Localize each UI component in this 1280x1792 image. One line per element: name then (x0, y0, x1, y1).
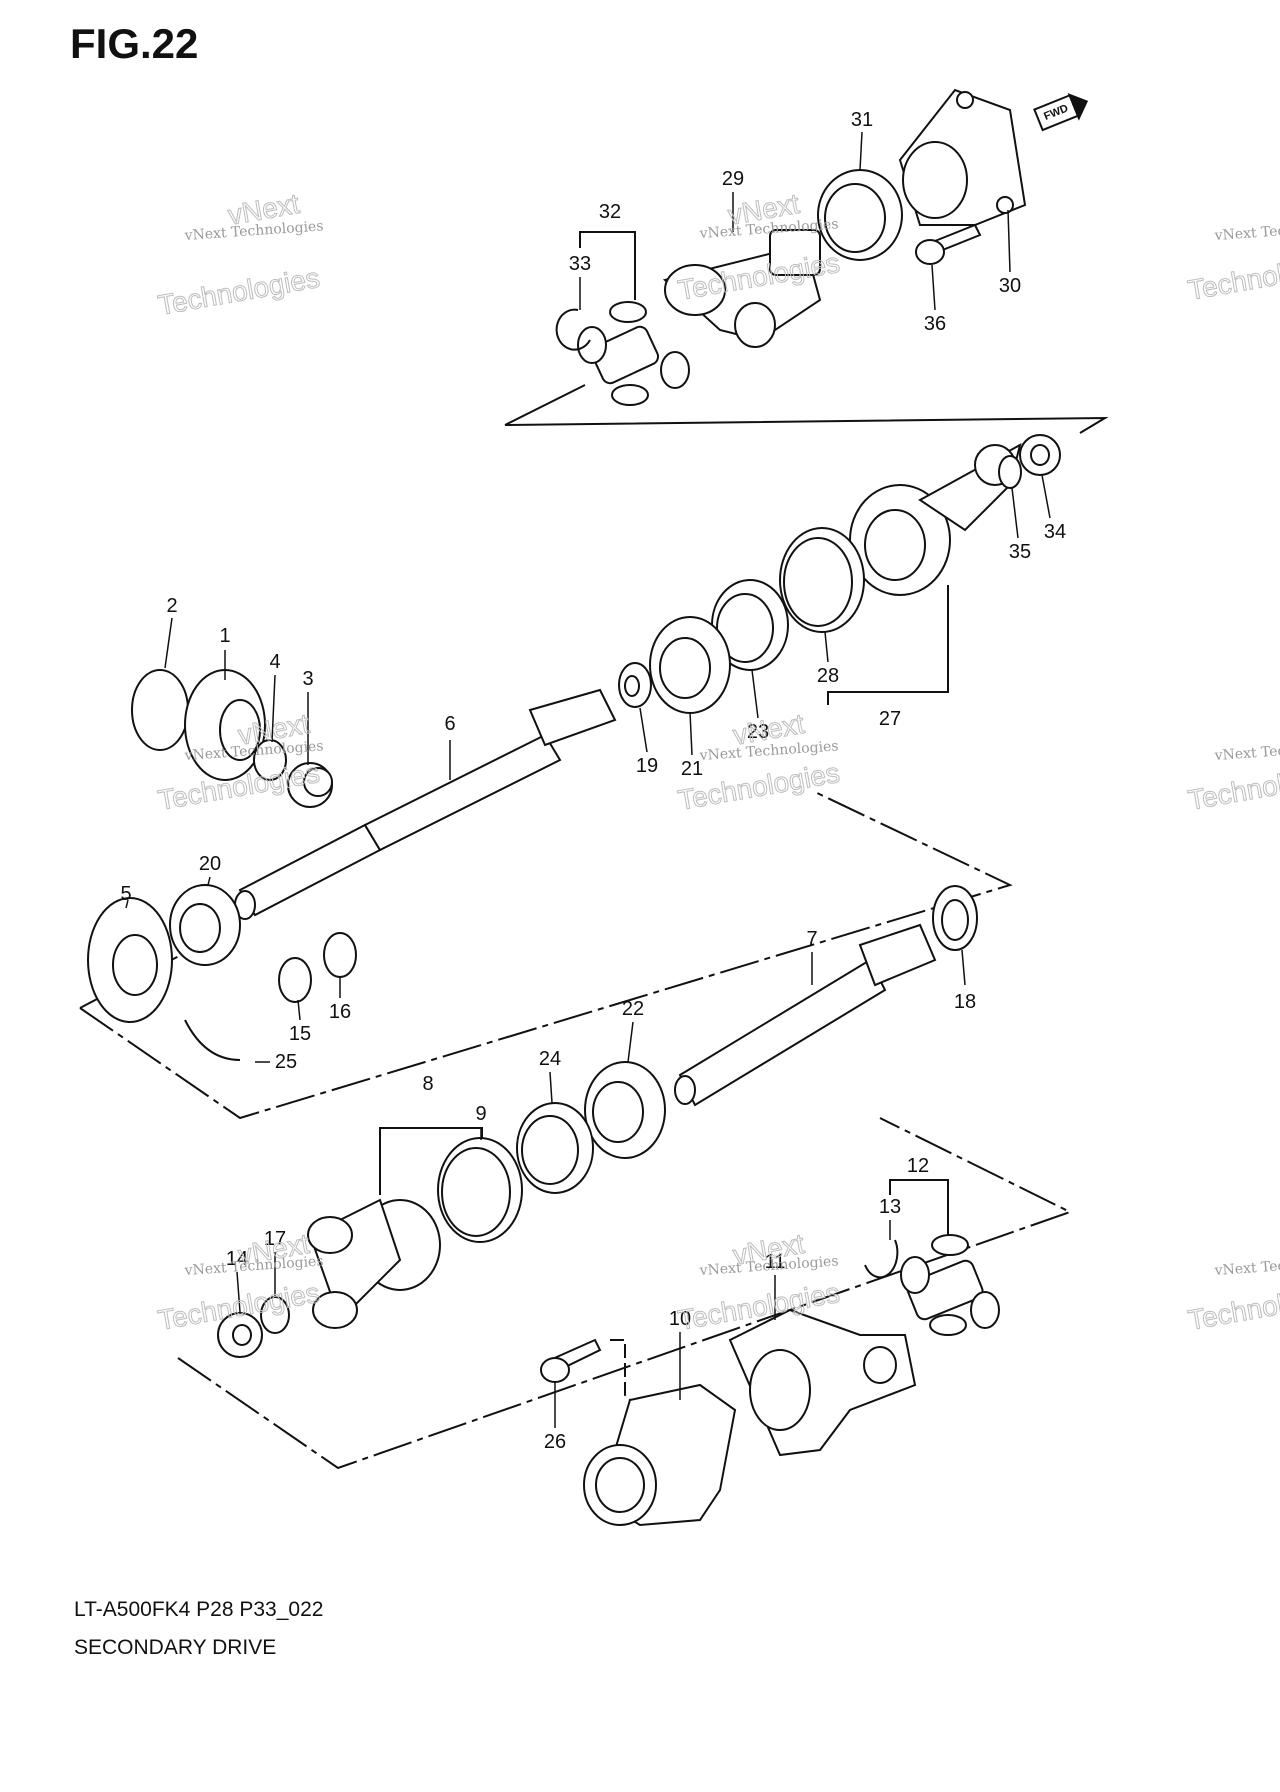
part-9-boot (437, 1137, 523, 1243)
callout-9: 9 (475, 1103, 486, 1125)
model-code: LT-A500FK4 P28 P33_022 (74, 1598, 324, 1621)
callout-23: 23 (747, 721, 769, 743)
watermark-text: vNext Technologies (1213, 1253, 1280, 1279)
watermark-text: Technologies (1186, 1277, 1280, 1336)
part-8-yoke (307, 1198, 441, 1329)
part-19-washer (618, 662, 652, 708)
part-21-bearing (649, 616, 731, 714)
callout-20: 20 (199, 853, 221, 875)
bracket-32 (579, 231, 636, 300)
callout-34: 34 (1044, 521, 1066, 543)
part-20-bearing (169, 884, 241, 966)
callout-24: 24 (539, 1048, 561, 1070)
part-7-shaft (674, 923, 937, 1107)
part-14-nut (217, 1312, 263, 1358)
watermark-text: Technologies (1186, 757, 1280, 816)
group-frame-lower (177, 1117, 1073, 1470)
part-25-clip (184, 1019, 241, 1061)
callout-2: 2 (166, 595, 177, 617)
callout-5: 5 (120, 883, 131, 905)
part-30-housing (898, 88, 1027, 226)
callout-10: 10 (669, 1308, 691, 1330)
part-12-universal-joint (900, 1234, 1000, 1336)
callout-22: 22 (622, 998, 644, 1020)
callout-19: 19 (636, 755, 658, 777)
callout-11: 11 (765, 1251, 786, 1273)
part-31-seal (817, 169, 903, 261)
part-15-circlip (278, 957, 312, 1003)
callout-16: 16 (329, 1001, 351, 1023)
callout-21: 21 (681, 758, 703, 780)
watermark-text: Technologies (1186, 247, 1280, 306)
part-5-gear (87, 897, 173, 1023)
callout-8: 8 (422, 1073, 433, 1095)
part-32-universal-joint (577, 301, 690, 406)
callout-12: 12 (907, 1155, 929, 1177)
part-26-bolt (540, 1338, 602, 1383)
figure-caption: SECONDARY DRIVE (74, 1636, 277, 1656)
part-4-washer (253, 739, 287, 781)
part-28-boot (779, 527, 865, 633)
part-10-housing (583, 1383, 737, 1527)
part-18-washer (932, 885, 978, 951)
callout-33: 33 (569, 253, 591, 275)
callout-6: 6 (444, 713, 455, 735)
part-24-seal (516, 1102, 594, 1194)
part-23-seal (711, 579, 789, 671)
watermark-text: vNext Technologies (1213, 738, 1280, 764)
callout-4: 4 (269, 651, 280, 673)
bracket-8 (379, 1127, 483, 1195)
part-13-circlip (864, 1239, 899, 1279)
callout-labels: 1 2 3 4 5 6 7 8 9 10 11 12 13 14 15 16 1… (120, 109, 1066, 1453)
watermarks: vNext Technologies vNext Technologies vN… (155, 187, 1280, 1336)
part-16-circlip (323, 932, 357, 978)
part-22-bearing (584, 1061, 666, 1159)
callout-3: 3 (302, 668, 313, 690)
part-2-washer (131, 669, 189, 751)
group-frame-top (504, 384, 1109, 434)
callout-7: 7 (806, 928, 817, 950)
callout-36: 36 (924, 313, 946, 335)
part-34-nut (1019, 434, 1061, 476)
callout-1: 1 (219, 625, 230, 647)
callout-15: 15 (289, 1023, 311, 1045)
callout-32: 32 (599, 201, 621, 223)
callout-13: 13 (879, 1196, 901, 1218)
callout-30: 30 (999, 275, 1021, 297)
callout-27: 27 (879, 708, 901, 730)
figure-title: FIG.22 (70, 20, 199, 67)
part-35-washer (998, 455, 1022, 489)
callout-18: 18 (954, 991, 976, 1013)
part-3-bearing (287, 762, 333, 808)
part-11-yoke (728, 1308, 917, 1457)
part-6-shaft (234, 688, 617, 920)
part-29-yoke (662, 229, 822, 348)
callout-35: 35 (1009, 541, 1031, 563)
bracket-12 (889, 1179, 949, 1240)
watermark-text: Technologies (156, 262, 322, 321)
part-27-yoke (849, 443, 1022, 596)
callout-28: 28 (817, 665, 839, 687)
watermark-text: vNext Technologies (1213, 218, 1280, 244)
callout-26: 26 (544, 1431, 566, 1453)
bracket-27 (827, 585, 949, 705)
callout-17: 17 (264, 1228, 286, 1250)
callout-14: 14 (226, 1248, 248, 1270)
part-36-bolt (915, 223, 982, 265)
callout-29: 29 (722, 168, 744, 190)
part-33-circlip (555, 308, 591, 351)
callout-25: 25 (275, 1051, 297, 1073)
callout-31: 31 (851, 109, 873, 131)
callout-leaders (125, 131, 1051, 1428)
